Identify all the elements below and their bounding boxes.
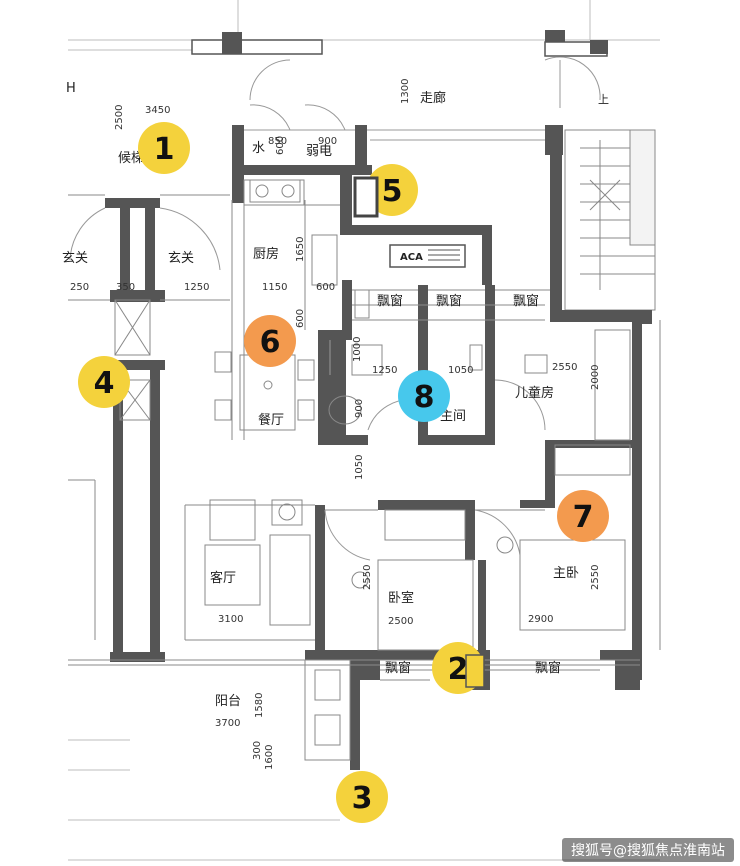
label-water: 水 <box>252 141 265 156</box>
marker-5: 5 <box>353 164 418 218</box>
watermark-bg <box>562 838 734 862</box>
marker-2: 2 <box>432 642 485 694</box>
label-kitchen: 厨房 <box>253 246 279 262</box>
thin-lines <box>68 179 661 761</box>
label-childrens-room: 儿童房 <box>515 385 554 401</box>
dim-2500b: 2500 <box>388 616 413 627</box>
marker-4-circle <box>78 356 130 408</box>
marker-3-circle <box>336 771 388 823</box>
marker-8-label: 8 <box>414 380 435 415</box>
dim-1050b: 1050 <box>354 455 365 480</box>
dim-1580: 1580 <box>254 693 265 718</box>
label-bay-window-3: 飘窗 <box>513 293 539 309</box>
dim-1050a: 1050 <box>448 365 473 376</box>
label-living: 客厅 <box>210 570 236 586</box>
marker-7-circle <box>557 490 609 542</box>
dim-300: 300 <box>252 741 263 760</box>
marker-8-circle <box>398 370 450 422</box>
dim-900b: 900 <box>354 399 365 418</box>
label-main-bath: 主间 <box>440 409 466 424</box>
label-bay-window-4: 飘窗 <box>385 660 411 676</box>
frame-lines <box>68 0 660 861</box>
dim-2000: 2000 <box>590 365 601 390</box>
label-balcony: 阳台 <box>215 694 241 709</box>
dim-1150: 1150 <box>262 282 287 293</box>
label-up: 上 <box>598 93 609 106</box>
marker-6-circle <box>244 315 296 367</box>
watermark: 搜狐号@搜狐焦点淮南站 <box>571 843 725 859</box>
label-master-bedroom: 主卧 <box>553 566 579 581</box>
marker-6: 6 <box>244 315 296 367</box>
dim-350: 350 <box>116 282 135 293</box>
dim-2550b: 2550 <box>362 565 373 590</box>
dim-1650: 1650 <box>295 237 306 262</box>
marker-2-window-block <box>465 654 485 688</box>
label-h: H <box>66 81 76 96</box>
marker-5-label: 5 <box>382 174 403 209</box>
label-bedroom: 卧室 <box>388 590 414 606</box>
dim-3100: 3100 <box>218 614 243 625</box>
label-aca: ACA <box>400 252 423 263</box>
dim-600a: 600 <box>316 282 335 293</box>
label-bay-window-1: 飘窗 <box>377 293 403 309</box>
dim-2550c: 2550 <box>590 565 601 590</box>
dim-3700: 3700 <box>215 718 240 729</box>
marker-5-circle <box>366 164 418 216</box>
door-swings <box>69 104 546 561</box>
label-corridor: 走廊 <box>420 90 446 106</box>
dim-900: 900 <box>318 136 337 147</box>
marker-4-label: 4 <box>94 366 115 401</box>
dim-2500: 2500 <box>114 105 125 130</box>
dim-850: 850 <box>268 136 287 147</box>
top-walls <box>191 30 608 57</box>
marker-1-circle <box>138 122 190 174</box>
walls <box>105 125 652 770</box>
dim-250: 250 <box>70 282 89 293</box>
label-weak-current: 弱电 <box>306 144 332 159</box>
label-bay-window-2: 飘窗 <box>436 293 462 309</box>
dim-1300: 1300 <box>400 79 411 104</box>
dim-1250b: 1250 <box>372 365 397 376</box>
dim-1600: 1600 <box>264 745 275 770</box>
marker-3-label: 3 <box>352 781 373 816</box>
staircase <box>564 129 656 311</box>
dim-2900: 2900 <box>528 614 553 625</box>
aca-lines <box>428 249 460 261</box>
fixtures <box>114 179 631 746</box>
dim-1000: 1000 <box>352 337 363 362</box>
label-entrance-left: 玄关 <box>62 251 88 266</box>
marker-6-label: 6 <box>260 325 281 360</box>
marker-5-shaft <box>353 176 379 218</box>
marker-1-label: 1 <box>154 132 175 167</box>
marker-2-label: 2 <box>448 652 469 687</box>
dim-1250a: 1250 <box>184 282 209 293</box>
label-entrance: 玄关 <box>168 251 194 266</box>
marker-1: 1 <box>138 122 190 174</box>
marker-8: 8 <box>398 370 450 422</box>
dim-600c: 600 <box>275 136 286 155</box>
dim-600b: 600 <box>295 309 306 328</box>
dim-2550a: 2550 <box>552 362 577 373</box>
dim-3450: 3450 <box>145 105 170 116</box>
label-dining: 餐厅 <box>258 412 284 428</box>
corridor-area <box>240 56 601 141</box>
marker-4: 4 <box>78 356 130 408</box>
label-bay-window-5: 飘窗 <box>535 660 561 676</box>
marker-7-label: 7 <box>573 500 594 535</box>
marker-7: 7 <box>557 490 609 542</box>
marker-3: 3 <box>336 771 388 823</box>
